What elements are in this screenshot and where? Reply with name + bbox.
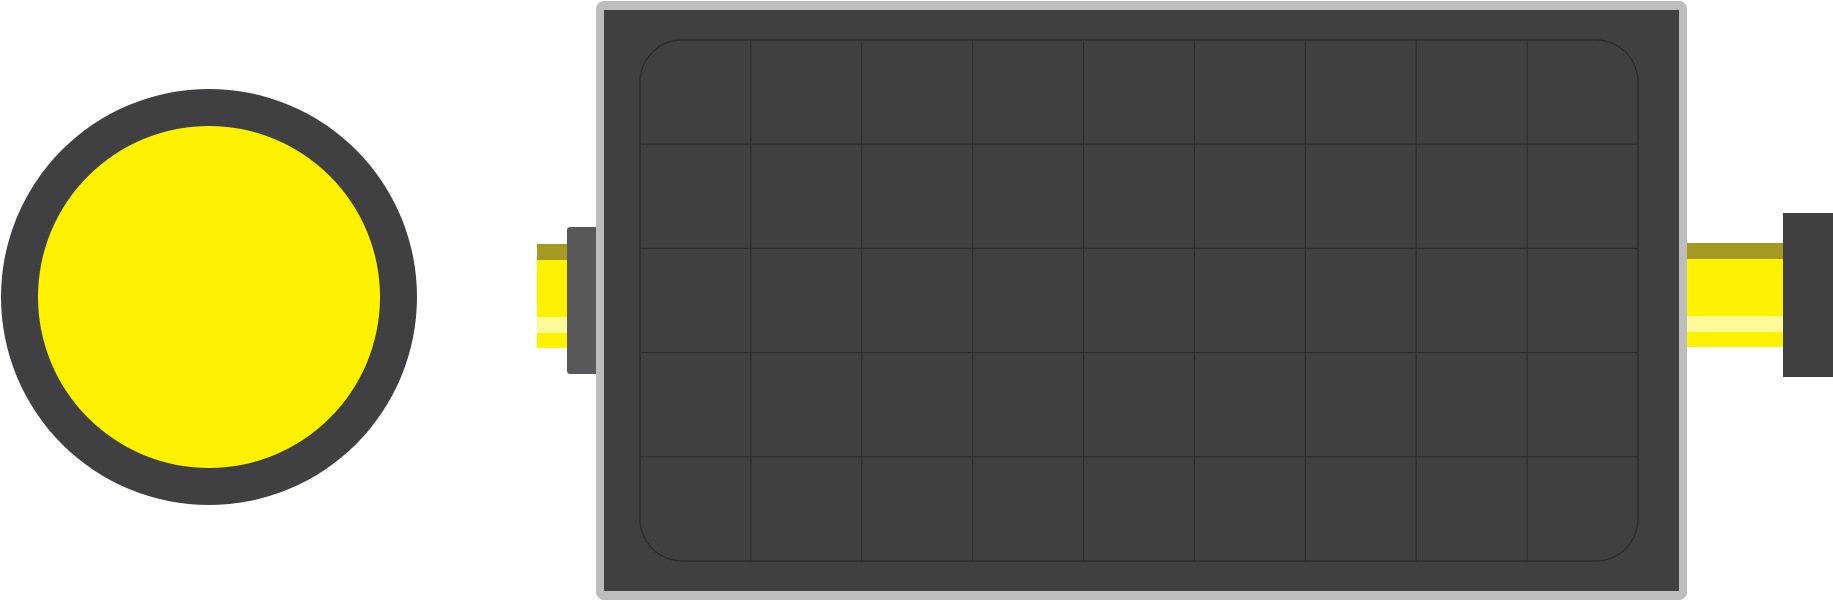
left-cable xyxy=(537,244,569,348)
right-cable xyxy=(1685,243,1785,347)
right-connector-icon xyxy=(1783,213,1833,377)
left-connector-icon xyxy=(567,227,599,374)
panel-cell-area xyxy=(639,39,1639,562)
left-cable-light-stripe xyxy=(537,317,569,333)
right-cable-light-stripe xyxy=(1685,316,1785,332)
left-cable-olive-stripe xyxy=(537,244,569,260)
solar-panel-icon xyxy=(596,1,1687,600)
lens-inner-disc xyxy=(38,126,380,468)
circular-lens-icon xyxy=(1,89,417,505)
right-cable-olive-stripe xyxy=(1685,243,1785,259)
panel-cell-grid xyxy=(640,40,1638,561)
